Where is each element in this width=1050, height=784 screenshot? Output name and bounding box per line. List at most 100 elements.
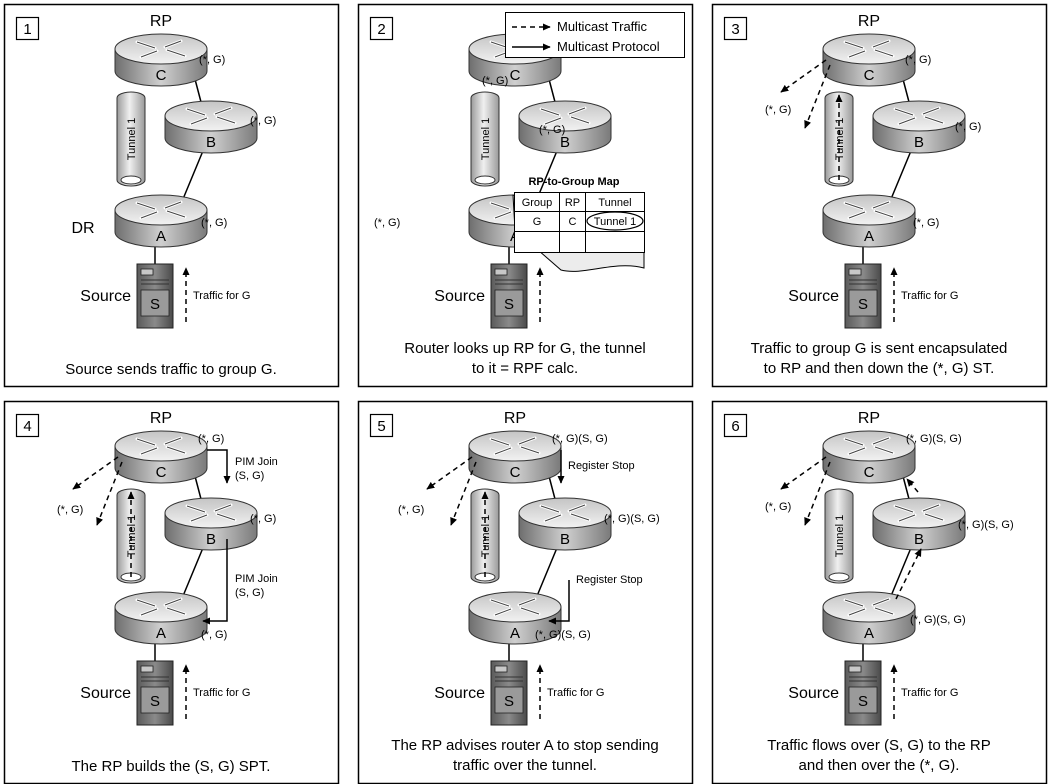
router-letter-c: C xyxy=(510,67,521,84)
panel-number-box xyxy=(369,413,394,438)
link-a-b xyxy=(536,542,560,597)
tunnel-label: Tunnel 1 xyxy=(480,515,492,557)
traffic-label: Traffic for G xyxy=(901,687,958,699)
panel-caption-line: Traffic flows over (S, G) to the RP xyxy=(767,737,990,754)
router-b: B xyxy=(164,497,258,551)
source-server: S xyxy=(136,660,174,726)
router-letter-c: C xyxy=(864,464,875,481)
rp-map-header: Group xyxy=(522,197,553,209)
router-b: B xyxy=(164,100,258,154)
downstream-arrow-1 xyxy=(780,456,827,490)
panel-caption-line: to it = RPF calc. xyxy=(472,360,578,377)
rp-label: RP xyxy=(858,13,880,30)
state-label-b: (*, G) xyxy=(250,115,276,127)
rp-map-header: RP xyxy=(565,197,580,209)
router-c: C xyxy=(822,430,916,484)
server-letter-s: S xyxy=(150,693,160,710)
source-server: S xyxy=(136,263,174,329)
tunnel-1: Tunnel 1 xyxy=(824,488,854,584)
source-server: S xyxy=(844,263,882,329)
panel-caption-line: Source sends traffic to group G. xyxy=(65,361,277,378)
dr-label: DR xyxy=(71,220,94,237)
state-label-b: (*, G) xyxy=(539,124,565,136)
link-a-b xyxy=(182,145,206,200)
router-letter-b: B xyxy=(560,531,570,548)
pim-join-label-2b: (S, G) xyxy=(235,587,264,599)
pim-join-label-2: PIM Join xyxy=(235,573,278,585)
downstream-arrow-2 xyxy=(450,461,477,526)
router-c: C xyxy=(822,33,916,87)
panel-caption-line: to RP and then down the (*, G) ST. xyxy=(764,360,995,377)
panel-caption-line: Traffic to group G is sent encapsulated xyxy=(751,340,1008,357)
panel-number-box xyxy=(369,16,394,41)
state-label-a: (*, G) xyxy=(913,217,939,229)
downstream-arrow-2 xyxy=(804,461,831,526)
rp-map-cell: G xyxy=(533,216,542,228)
router-letter-c: C xyxy=(156,464,167,481)
panel-caption-line: traffic over the tunnel. xyxy=(453,757,597,774)
downstream-arrow-1 xyxy=(780,59,827,93)
panel-number: 3 xyxy=(731,21,739,38)
state-label-c: (*, G) xyxy=(199,54,225,66)
rp-label: RP xyxy=(150,410,172,427)
tunnel-1: Tunnel 1 xyxy=(470,91,500,187)
state-label-b: (*, G)(S, G) xyxy=(958,519,1014,531)
state-label-c: (*, G)(S, G) xyxy=(552,433,608,445)
router-letter-c: C xyxy=(510,464,521,481)
panel-caption-line: The RP advises router A to stop sending xyxy=(391,737,658,754)
rp-map-cell: C xyxy=(569,216,577,228)
source-label: Source xyxy=(80,685,131,702)
router-c: C xyxy=(468,430,562,484)
state-label-a: (*, G) xyxy=(201,217,227,229)
panel-number: 6 xyxy=(731,418,739,435)
traffic-label: Traffic for G xyxy=(547,687,604,699)
router-letter-a: A xyxy=(864,625,874,642)
state-label-a: (*, G)(S, G) xyxy=(535,629,591,641)
pim-join-arrow-c-b xyxy=(207,449,231,484)
router-letter-c: C xyxy=(156,67,167,84)
downstream-arrow-2 xyxy=(96,461,123,526)
server-letter-s: S xyxy=(504,693,514,710)
state-label-c: (*, G) xyxy=(905,54,931,66)
state-label-a: (*, G) xyxy=(201,629,227,641)
rp-map-title: RP-to-Group Map xyxy=(528,176,619,188)
state-label-b: (*, G) xyxy=(250,513,276,525)
source-server: S xyxy=(490,263,528,329)
source-label: Source xyxy=(434,288,485,305)
router-b: B xyxy=(872,100,966,154)
rp-label: RP xyxy=(858,410,880,427)
state-label-downstream: (*, G) xyxy=(765,501,791,513)
panel-number-box xyxy=(15,16,40,41)
router-letter-b: B xyxy=(914,531,924,548)
traffic-label: Traffic for G xyxy=(901,290,958,302)
register-stop-arrow-b-a xyxy=(548,580,570,625)
state-label-c: (*, G) xyxy=(482,75,508,87)
sg-traffic-arrow-a-b xyxy=(895,548,922,600)
router-c: C xyxy=(114,33,208,87)
router-c: C xyxy=(114,430,208,484)
source-label: Source xyxy=(80,288,131,305)
panel-number-box xyxy=(723,16,748,41)
panel-number: 5 xyxy=(377,418,385,435)
legend-traffic-label: Multicast Traffic xyxy=(557,19,648,34)
router-b: B xyxy=(518,497,612,551)
pim-join-label-1b: (S, G) xyxy=(235,470,264,482)
router-a: A xyxy=(822,194,916,248)
router-letter-a: A xyxy=(156,228,166,245)
downstream-arrow-2 xyxy=(804,64,831,129)
router-a: A xyxy=(468,591,562,645)
state-label-downstream: (*, G) xyxy=(765,104,791,116)
rp-label: RP xyxy=(504,410,526,427)
traffic-label: Traffic for G xyxy=(193,290,250,302)
rp-map-header: Tunnel xyxy=(598,197,631,209)
server-letter-s: S xyxy=(858,693,868,710)
router-letter-a: A xyxy=(510,625,520,642)
pim-join-label-1: PIM Join xyxy=(235,456,278,468)
downstream-arrow-1 xyxy=(72,456,119,490)
